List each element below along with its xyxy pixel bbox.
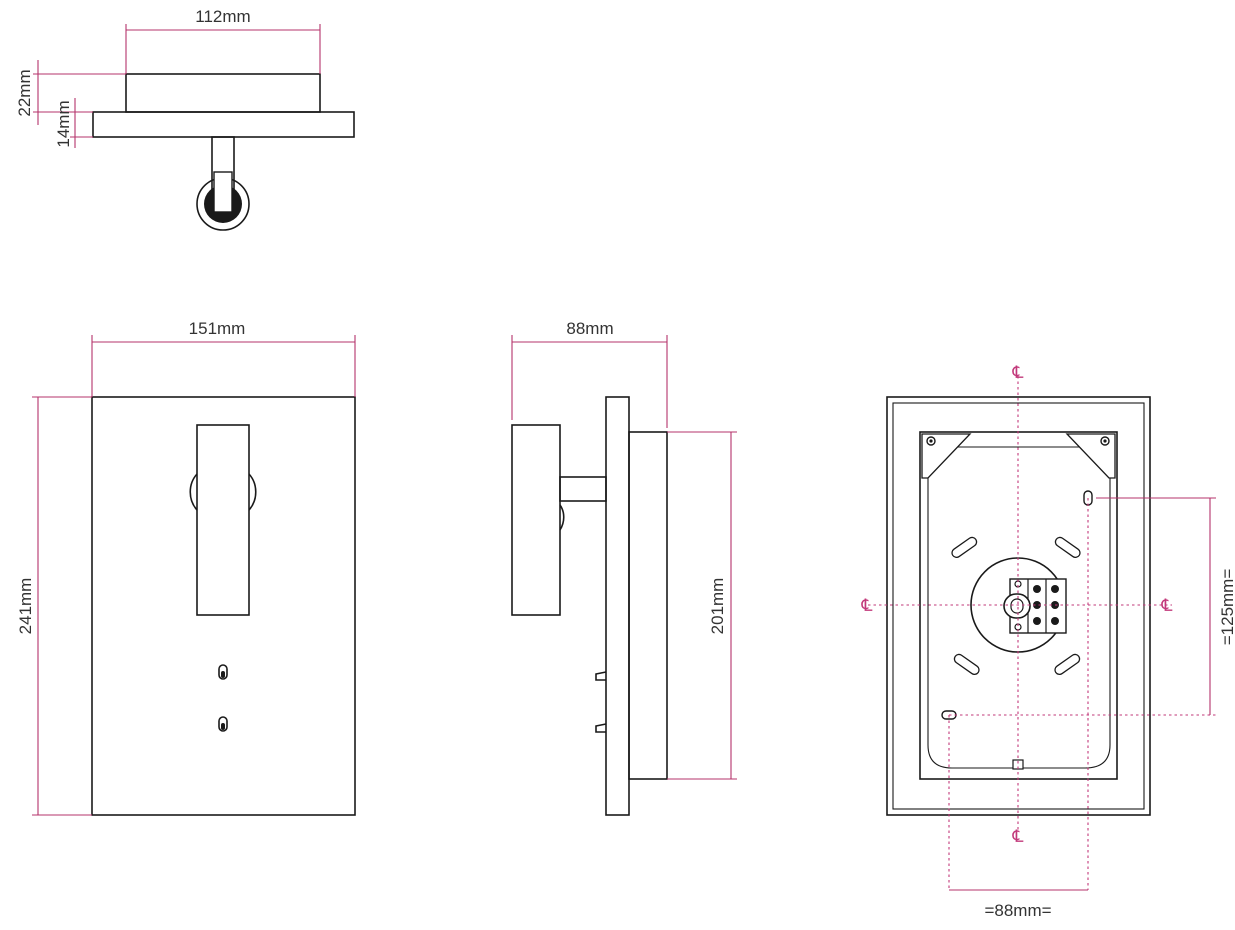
switch-upper [218,664,228,680]
dim-front-width: 151mm [91,319,356,397]
dim-top-height-outer: 22mm [15,60,126,125]
terminal-block [1003,578,1067,634]
dim-mount-horizontal: =88mm= [949,889,1088,920]
dim-side-depth: 88mm [511,319,668,428]
front-view-knob-right [248,473,257,511]
dim-side-plate-height-label: 201mm [708,578,727,635]
mounting-slots [951,536,1081,676]
dim-front-width-label: 151mm [189,319,246,338]
screw-top-left [926,436,936,446]
dim-top-width: 112mm [125,7,321,74]
top-view-arm-front [213,171,233,213]
front-view-head [196,424,250,616]
side-view-knob [559,504,565,531]
switch-lower [218,716,228,732]
dim-top-height-plate-label: 14mm [54,100,73,147]
front-view-plate [91,396,356,816]
dim-top-height-outer-label: 22mm [15,69,34,116]
side-view-switch-upper [595,671,607,681]
rear-view-bevel [892,402,1145,810]
screw-top-left-dot [929,439,933,443]
side-view-body [628,431,668,780]
centerline-symbol-bottom: ℄ [1012,827,1024,846]
top-view-body [125,73,321,113]
centerline-symbol-top: ℄ [1012,363,1024,382]
front-view-knob-left [189,473,198,511]
rear-view: ℄ ℄ ℄ ℄ =125mm= =88mm= [861,363,1235,920]
side-view: 88mm 201mm [511,319,737,816]
side-view-switch-lower [595,723,607,733]
dim-mount-vertical: =125mm= [1096,497,1235,715]
side-view-head [511,424,561,616]
dim-front-height-label: 241mm [16,578,35,635]
dim-top-width-label: 112mm [195,7,250,26]
side-view-arm [559,476,607,502]
dim-top-height-plate: 14mm [54,98,93,148]
top-view-plate [92,111,355,138]
corner-bracket-left [921,433,972,479]
front-view: 151mm 241mm [16,319,356,816]
centerline-symbol-right: ℄ [1161,596,1173,615]
top-view: 112mm 22mm 14mm [15,7,355,231]
dim-front-height: 241mm [16,396,92,816]
screw-top-right-dot [1103,439,1107,443]
top-view-button [212,213,234,218]
dim-mount-vertical-label: =125mm= [1218,569,1235,646]
side-view-plate [605,396,630,816]
dim-mount-horizontal-label: =88mm= [984,901,1051,920]
dim-side-depth-label: 88mm [566,319,613,338]
rear-view-outer [886,396,1151,816]
dim-side-plate-height: 201mm [667,431,737,780]
corner-bracket-right [1065,433,1116,479]
screw-top-right [1100,436,1110,446]
centerline-symbol-left: ℄ [861,596,873,615]
